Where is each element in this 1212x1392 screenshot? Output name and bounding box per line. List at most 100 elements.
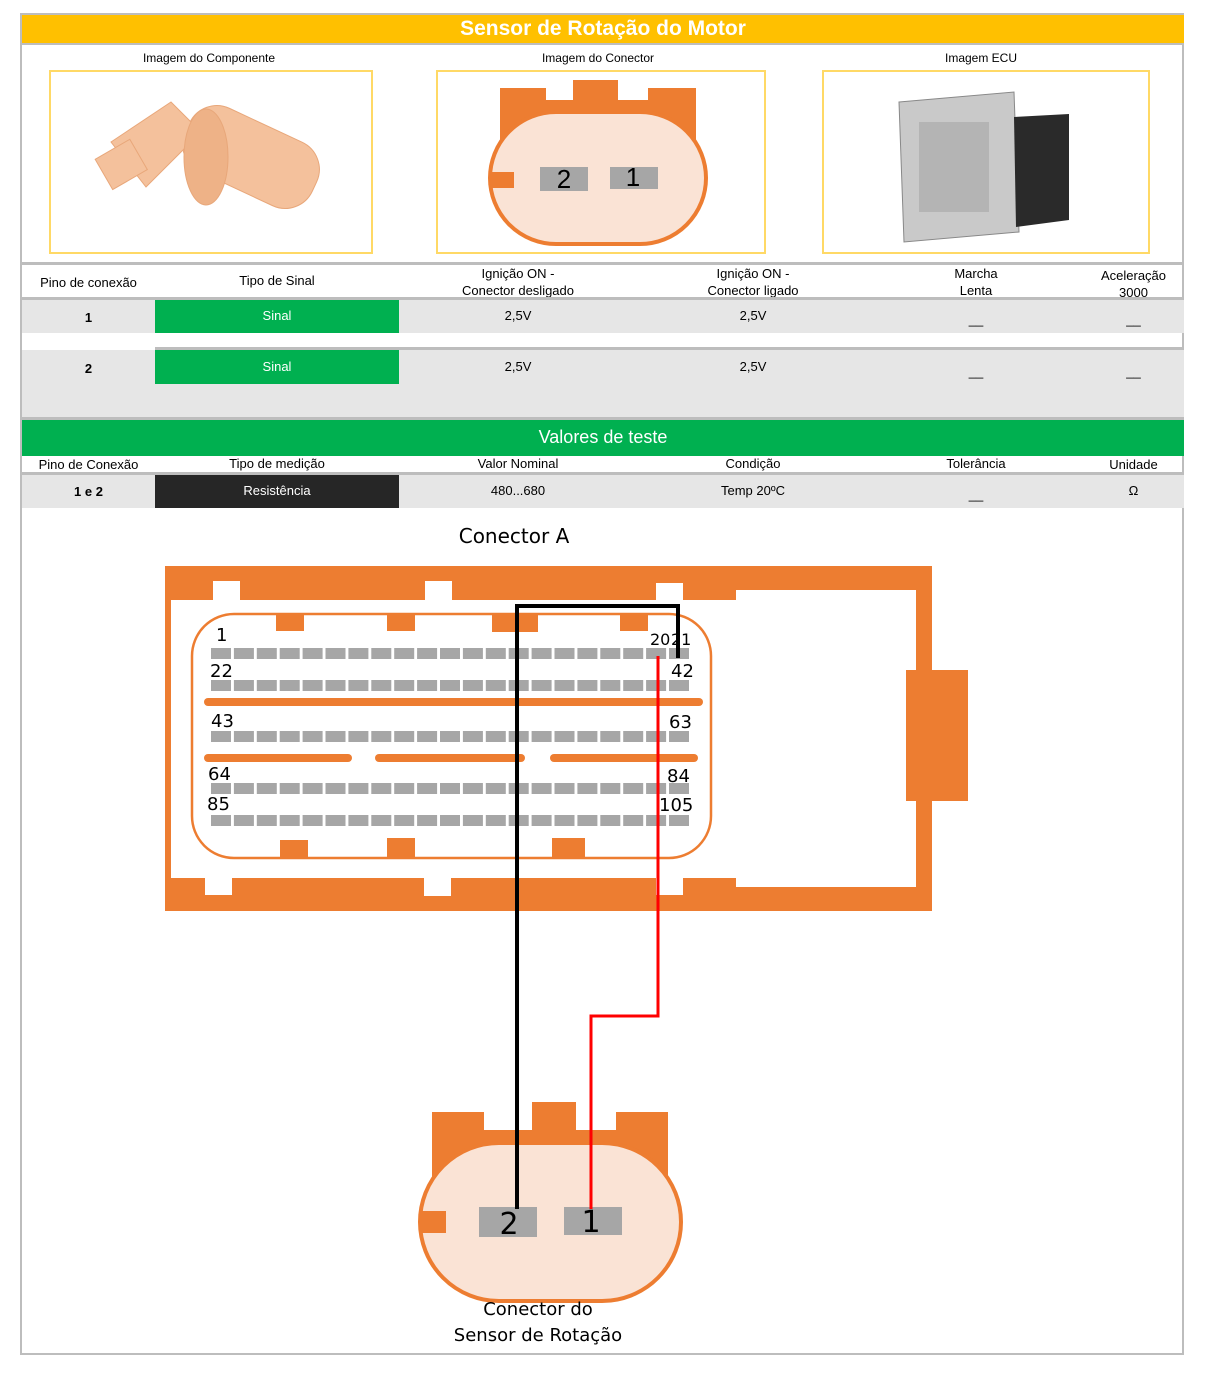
ecu-image [822, 70, 1150, 254]
ecu-pin [623, 783, 644, 794]
ecu-pin [600, 648, 621, 659]
ecu-pin [325, 648, 346, 659]
ecu-pin [325, 783, 346, 794]
test-table-header: Pino de Conexão Tipo de medição Valor No… [22, 456, 1184, 473]
sensor-label-line1: Conector do [483, 1299, 593, 1320]
ecu-pin [348, 648, 369, 659]
ecu-pin [256, 783, 277, 794]
ecu-pin [623, 815, 644, 826]
ecu-pin [233, 648, 254, 659]
pin-label-20: 20 [650, 630, 670, 649]
ecu-pin [256, 731, 277, 742]
wire-pin2-to-21 [515, 604, 680, 1209]
page-title: Sensor de Rotação do Motor [22, 15, 1184, 45]
pin-label-21: 21 [671, 630, 691, 649]
ecu-pin [646, 680, 667, 691]
sensor-pin-2-label: 2 [499, 1207, 518, 1242]
ecu-pin [669, 783, 689, 794]
ecu-pin [348, 815, 369, 826]
pin-label-22: 22 [210, 661, 233, 682]
ecu-pin [440, 680, 460, 691]
row-pin: 2 [84, 361, 93, 376]
ecu-pin [302, 815, 323, 826]
component-image [49, 70, 373, 254]
ecu-pin [440, 731, 460, 742]
test-measure-type: Resistência [155, 475, 399, 508]
ecu-pin [256, 815, 277, 826]
ecu-pin [646, 648, 667, 659]
connector-image-caption: Imagem do Conector [541, 51, 655, 65]
row-idle: __ [968, 364, 984, 379]
ecu-pin [577, 731, 598, 742]
row-ign-off: 2,5V [504, 308, 532, 323]
ecu-pin [462, 680, 483, 691]
divider [155, 347, 1184, 350]
header-nominal: Valor Nominal [477, 456, 559, 471]
ecu-pin [256, 680, 277, 691]
ecu-pin [669, 731, 689, 742]
ecu-pin [440, 815, 460, 826]
connector-pin-1-label: 1 [626, 162, 640, 192]
ecu-pin [302, 783, 323, 794]
ecu-icon [898, 91, 1069, 243]
pin-label-105: 105 [659, 795, 693, 816]
signal-table-header: Pino de conexão Tipo de Sinal Ignição ON… [22, 265, 1184, 300]
row-ign-on: 2,5V [739, 308, 767, 323]
ecu-pin [623, 648, 644, 659]
ecu-pin [211, 680, 231, 691]
ecu-pin [256, 648, 277, 659]
header-ign-on: Ignição ON - Conector ligado [707, 266, 799, 298]
ecu-pin [302, 680, 323, 691]
ecu-pin [462, 648, 483, 659]
divider [22, 472, 1184, 475]
row-signal-type: Sinal [155, 350, 399, 384]
ecu-pin [394, 783, 415, 794]
frame [20, 13, 1184, 1355]
ecu-pin [577, 783, 598, 794]
test-nominal: 480...680 [490, 483, 546, 498]
sensor-component-icon [94, 101, 320, 209]
ecu-pin [554, 731, 575, 742]
pin-label-63: 63 [669, 712, 692, 733]
ecu-pin [600, 815, 621, 826]
row-accel: __ [1126, 364, 1141, 379]
ecu-pin [531, 680, 552, 691]
test-condition: Temp 20ºC [721, 483, 785, 498]
row-accel: __ [1126, 312, 1141, 327]
ecu-pin [417, 648, 438, 659]
ecu-pin [233, 731, 254, 742]
ecu-pin [600, 680, 621, 691]
pin-label-1: 1 [216, 625, 227, 646]
ecu-pin [462, 783, 483, 794]
test-row: 1 e 2 Resistência 480...680 Temp 20ºC __… [22, 475, 1184, 508]
ecu-pin [371, 815, 392, 826]
ecu-pin [577, 815, 598, 826]
test-tolerance: __ [968, 487, 984, 502]
table-row: 2 Sinal 2,5V 2,5V __ __ [22, 350, 1184, 417]
ecu-pin [485, 815, 506, 826]
ecu-pin [554, 815, 575, 826]
ecu-pin [554, 680, 575, 691]
ecu-pin [394, 815, 415, 826]
ecu-pin [348, 680, 369, 691]
pin-label-43: 43 [211, 711, 234, 732]
test-values-title: Valores de teste [22, 420, 1184, 456]
header-measure-type: Tipo de medição [229, 456, 325, 471]
sensor-connector: 2 1 [418, 1102, 683, 1303]
ecu-pin [485, 648, 506, 659]
header-pin: Pino de conexão [40, 275, 137, 290]
ecu-pin [577, 680, 598, 691]
row-idle: __ [968, 312, 984, 327]
ecu-pin [325, 680, 346, 691]
ecu-pin [211, 731, 231, 742]
ecu-pin [211, 815, 231, 826]
header-condition: Condição [725, 456, 781, 471]
ecu-pin [211, 783, 231, 794]
ecu-pin [669, 680, 689, 691]
ecu-pin [623, 680, 644, 691]
ecu-pin [394, 731, 415, 742]
ecu-pin [371, 680, 392, 691]
ecu-pin [394, 680, 415, 691]
